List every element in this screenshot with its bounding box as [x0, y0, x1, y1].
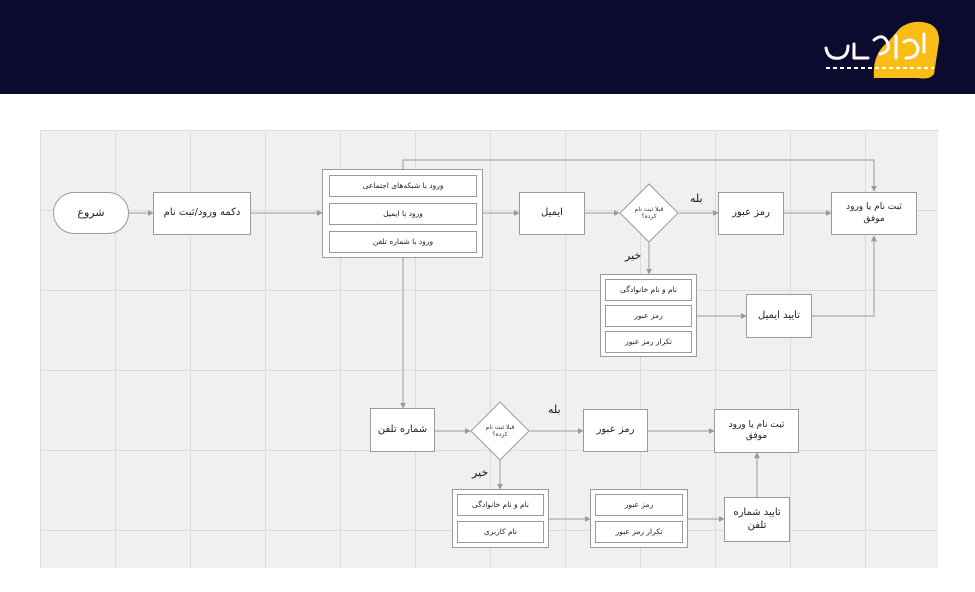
password-node: رمز عبور [718, 192, 784, 235]
phone-password-node: رمز عبور [583, 409, 648, 452]
success-node: ثبت نام یا ورود موفق [831, 192, 917, 235]
phone-password-field: رمز عبور [595, 494, 683, 516]
signup-field-name: نام و نام خانوادگی [605, 279, 692, 301]
phone-signup-field-name: نام و نام خانوادگی [457, 494, 544, 516]
yes-label: بله [690, 192, 703, 205]
no-label: خیر [625, 249, 642, 262]
verify-email-node: تایید ایمیل [746, 294, 812, 338]
phone-signup-field-username: نام کاربری [457, 521, 544, 543]
header-bar [0, 0, 975, 94]
signup-field-password: رمز عبور [605, 305, 692, 327]
email-node: ایمیل [519, 192, 585, 235]
phone-repeat-password-field: تکرار رمز عبور [595, 521, 683, 543]
start-node: شروع [53, 192, 129, 234]
login-option-social: ورود با شبکه‌های اجتماعی [329, 175, 477, 197]
phone-no-label: خیر [472, 466, 489, 479]
login-option-phone: ورود با شماره تلفن [329, 231, 477, 253]
phone-node: شماره تلفن [370, 408, 435, 452]
phone-registered-decision-label: قبلا ثبت نام کرده؟ [485, 423, 515, 438]
verify-phone-node: تایید شماره تلفن [724, 497, 790, 542]
login-option-email: ورود با ایمیل [329, 203, 477, 225]
registered-decision-label: قبلا ثبت نام کرده؟ [634, 205, 664, 220]
signup-field-repeat-password: تکرار رمز عبور [605, 331, 692, 353]
academy-logo-icon [824, 21, 939, 79]
login-button-node: دکمه ورود/ثبت نام [153, 192, 251, 235]
phone-yes-label: بله [548, 403, 561, 416]
phone-success-node: ثبت نام یا ورود موفق [714, 409, 799, 453]
